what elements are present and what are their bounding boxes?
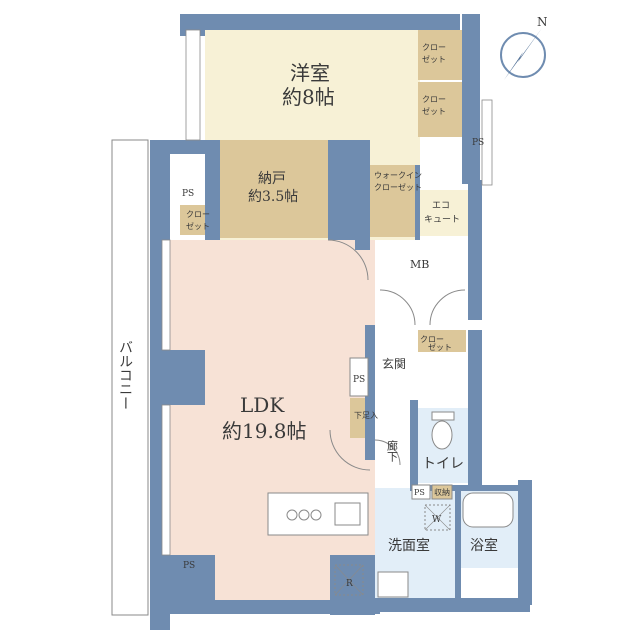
room-name-nando: 納戸 <box>258 171 286 187</box>
room-name-balcony: バルコニー <box>117 340 133 410</box>
toilet-bowl <box>431 420 453 450</box>
room-name-yoshitsu: 洋室 <box>290 61 330 85</box>
ps-outside <box>481 99 493 186</box>
wall <box>180 14 460 30</box>
compass: N <box>500 15 548 80</box>
label-eco: キュート <box>424 215 460 225</box>
door-arc <box>327 239 369 281</box>
vanity <box>377 571 409 598</box>
label-closet: クロー <box>186 210 210 219</box>
wall <box>518 480 532 605</box>
shuno-box <box>431 484 453 500</box>
wall <box>455 485 461 605</box>
wall <box>410 485 530 491</box>
ps-box <box>349 357 369 397</box>
label-mb: MB <box>410 258 429 271</box>
wall <box>365 325 375 460</box>
wic-floor <box>370 165 415 237</box>
wall <box>410 400 418 485</box>
bathtub <box>462 492 514 528</box>
room-name-yokushitsu: 浴室 <box>470 537 498 554</box>
label-shuno: 収納 <box>434 487 450 497</box>
room-name-senmen: 洗面室 <box>388 537 430 554</box>
wall <box>150 555 215 605</box>
kitchen-counter <box>267 492 369 536</box>
ldk-floor <box>170 240 375 605</box>
wall <box>355 140 370 250</box>
label-closet: クロー <box>420 335 444 344</box>
fridge-cross <box>334 564 364 596</box>
label-wic: クローゼット <box>374 182 422 192</box>
wall <box>415 165 420 240</box>
walls <box>150 14 532 630</box>
wall <box>160 350 205 405</box>
stove-burner <box>310 509 322 521</box>
label-r: R <box>346 579 353 589</box>
stove-burner <box>298 509 310 521</box>
closet-lower-2 <box>440 82 462 137</box>
wall <box>462 14 480 184</box>
door-arc <box>329 429 371 471</box>
label-closet: ゼット <box>422 54 446 64</box>
fridge-space <box>334 564 364 596</box>
label-closet: ゼット <box>186 221 210 231</box>
closet-upper-1 <box>418 30 440 80</box>
label-closet: クロー <box>422 43 446 52</box>
label-ps: PS <box>183 561 195 571</box>
closet-genkan <box>418 330 466 352</box>
wall <box>468 180 482 320</box>
label-ps: PS <box>182 189 194 199</box>
room-name-ldk: LDK <box>240 393 285 417</box>
label-closet: クロー <box>422 95 446 104</box>
toilet-tank <box>431 411 455 421</box>
room-name-toilet: トイレ <box>422 456 464 472</box>
label-ps: PS <box>414 488 425 497</box>
room-size-ldk: 約19.8帖 <box>222 419 307 443</box>
eco-floor <box>418 190 468 236</box>
label-w: W <box>432 515 442 525</box>
closet-lower-1 <box>418 82 440 137</box>
balcony-outline <box>111 139 149 616</box>
door-arc <box>429 289 466 326</box>
door-arc <box>379 289 416 326</box>
window <box>185 29 201 141</box>
window <box>161 239 171 351</box>
washer-space <box>424 504 451 531</box>
door-arc <box>374 439 401 466</box>
room-name-rouka: 廊下 <box>386 439 399 463</box>
washer-cross <box>424 504 451 531</box>
mb-box <box>375 250 470 278</box>
label-eco: エコ <box>432 201 450 211</box>
stove-burner <box>286 509 298 521</box>
sink <box>334 502 361 526</box>
room-size-yoshitsu: 約8帖 <box>282 85 335 109</box>
compass-ring <box>500 32 546 78</box>
nando-floor <box>220 140 328 238</box>
label-closet: ゼット <box>422 106 446 116</box>
window <box>161 404 171 556</box>
label-getabako: 下足入 <box>354 411 378 420</box>
closet-upper-2 <box>440 30 462 80</box>
room-size-nando: 約3.5帖 <box>248 189 298 205</box>
wall <box>375 598 530 612</box>
label-ps: PS <box>353 375 365 385</box>
label-closet: ゼット <box>428 342 452 352</box>
room-name-genkan: 玄関 <box>382 356 406 371</box>
label-wic: ウォークイン <box>374 171 422 180</box>
wall <box>468 330 482 485</box>
label-ps: PS <box>472 138 484 148</box>
ps-box <box>411 484 431 500</box>
wall <box>150 140 170 240</box>
compass-needle <box>504 28 542 80</box>
wall <box>170 600 380 614</box>
wall <box>205 140 220 240</box>
compass-letter: N <box>537 15 548 29</box>
